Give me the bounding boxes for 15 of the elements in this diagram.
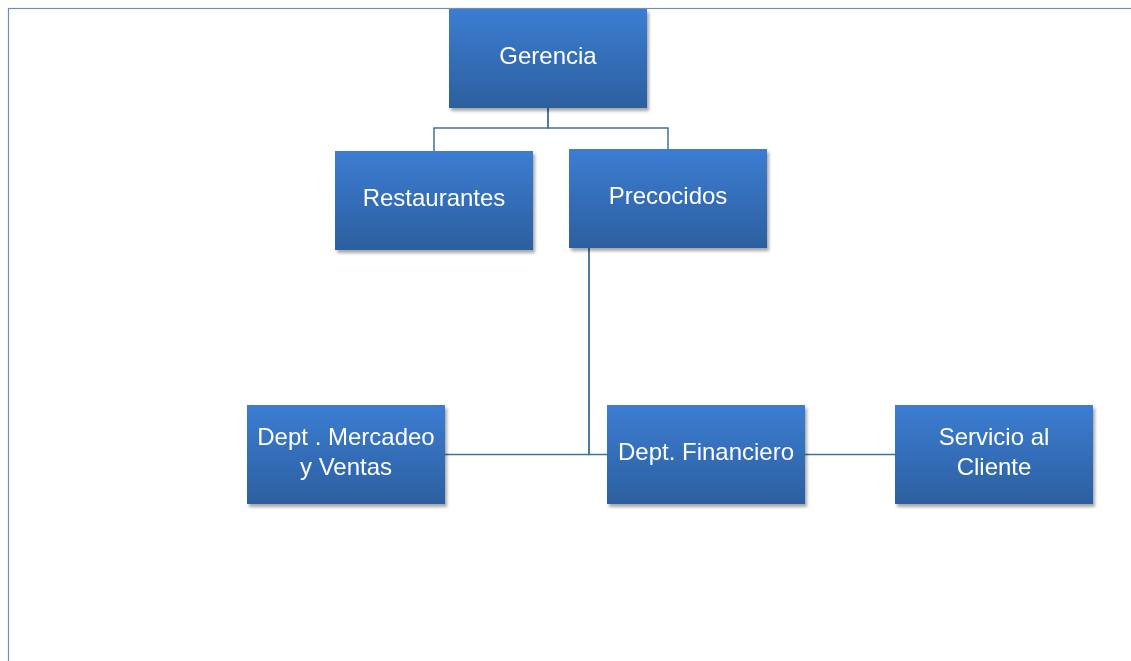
org-box [247, 405, 445, 504]
box-label: Restaurantes [362, 182, 506, 213]
connector-line [547, 107, 669, 150]
box-label: Dept . Mercadeo y Ventas [256, 421, 436, 482]
org-box [569, 149, 767, 248]
box-label: Dept. Financiero [617, 436, 795, 467]
org-box [607, 405, 805, 504]
org-box [449, 9, 647, 108]
box-label: Gerencia [499, 40, 597, 71]
box-label: Servicio al Cliente [937, 421, 1051, 482]
connector-line [804, 453, 896, 456]
box-label: Precocidos [608, 180, 728, 211]
org-box [335, 151, 533, 250]
org-box [895, 405, 1093, 504]
connector-line [588, 247, 608, 456]
